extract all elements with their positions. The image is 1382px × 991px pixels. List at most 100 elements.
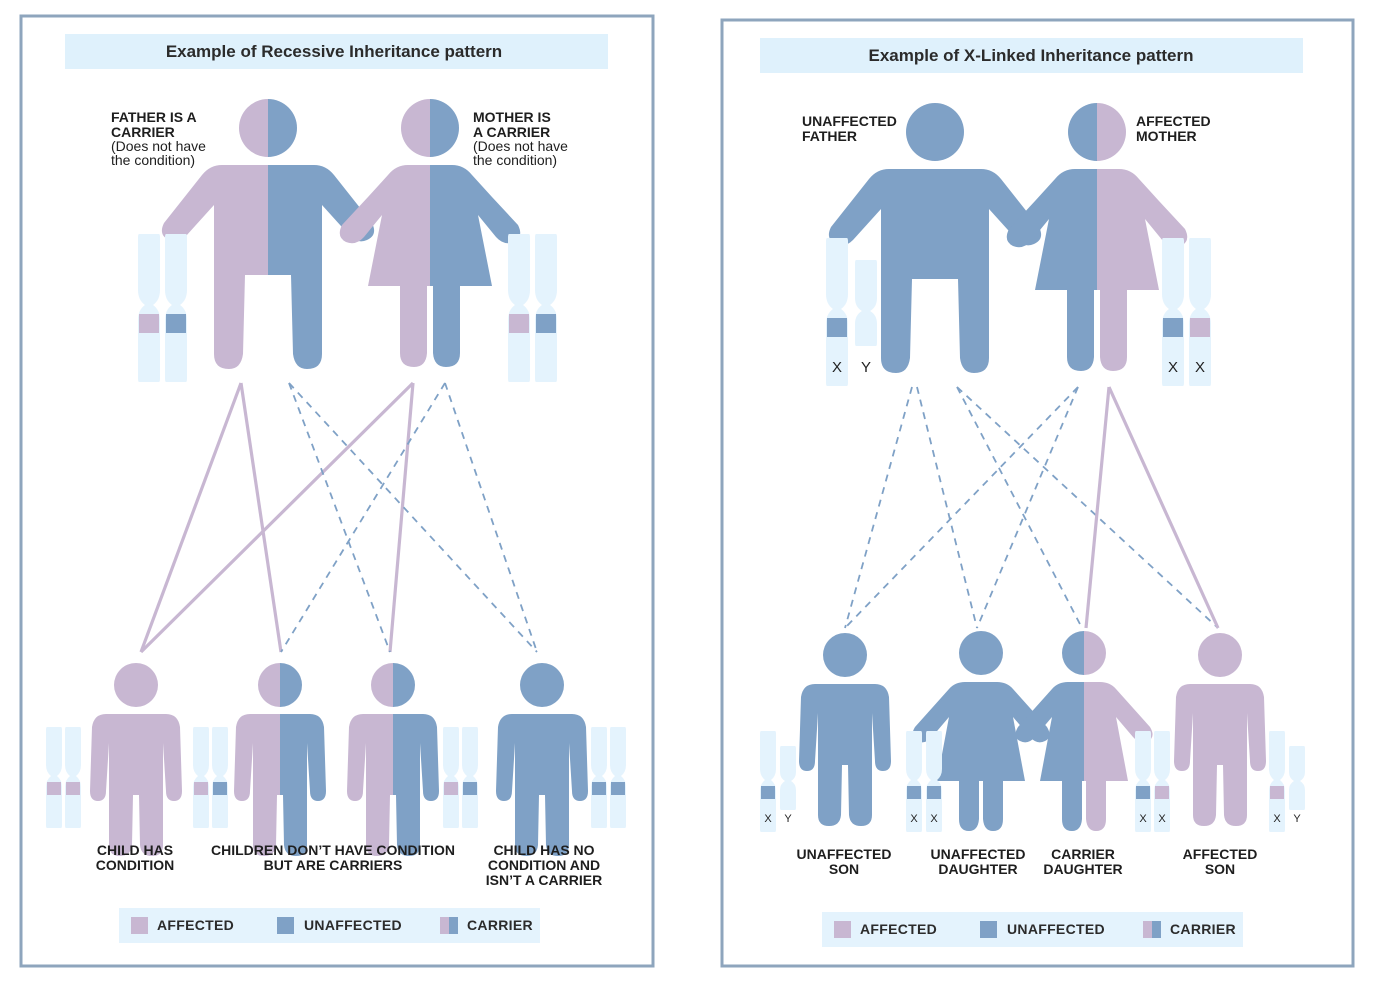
- xlinked-legend-unaffected-label: UNAFFECTED: [1007, 921, 1105, 937]
- unaffected-son-label: UNAFFECTED SON: [797, 846, 892, 877]
- xlinked-legend-affected-label: AFFECTED: [860, 921, 937, 937]
- dash-father-daughter1: [916, 386, 978, 629]
- line-mother-child1: [139, 381, 415, 654]
- line-father-child2: [239, 382, 283, 653]
- xlinked-mother-label-line1: AFFECTED: [1136, 113, 1211, 129]
- child-carrier1-chromosomes: [193, 727, 228, 828]
- unaffected-daughter-label-line2: DAUGHTER: [938, 861, 1017, 877]
- xlinked-lines: [844, 386, 1220, 629]
- child-clear-chromosomes: [591, 727, 626, 828]
- legend-carrier-label: CARRIER: [467, 917, 533, 933]
- xlinked-title-bar: [760, 38, 1303, 73]
- mother-chromosome-x1-label: X: [1168, 359, 1178, 376]
- xlinked-panel-border: [720, 18, 1355, 968]
- dash-mother-child4: [444, 382, 538, 653]
- xlinked-title: Example of X-Linked Inheritance pattern: [869, 46, 1194, 65]
- child-clear-label-line1: CHILD HAS NO: [493, 842, 594, 858]
- son1-chromosomes: X Y: [760, 731, 796, 832]
- son2-chromosomes: X Y: [1269, 731, 1305, 832]
- children-carriers-label: CHILDREN DON’T HAVE CONDITION BUT ARE CA…: [211, 842, 455, 873]
- father-chromosome-y-label: Y: [861, 359, 871, 376]
- xlinked-father-label-line1: UNAFFECTED: [802, 113, 897, 129]
- line-father-child1: [139, 382, 243, 653]
- dash-mother-son1: [844, 386, 1079, 629]
- xlinked-mother-label-line2: MOTHER: [1136, 128, 1197, 144]
- unaffected-gene-lines: [280, 382, 538, 653]
- line-mother-son2: [1107, 386, 1220, 629]
- carrier-daughter-label: CARRIER DAUGHTER: [1043, 846, 1122, 877]
- son1-chromosome-y-label: Y: [784, 813, 792, 825]
- child-clear-label-line2: CONDITION AND: [488, 857, 600, 873]
- daughter1-chromosomes: X X: [906, 731, 942, 832]
- children-carriers-label-line2: BUT ARE CARRIERS: [264, 857, 403, 873]
- dash-father-child3: [288, 382, 391, 653]
- mother-label-sub1: (Does not have: [473, 138, 568, 154]
- carrier-daughter-label-line2: DAUGHTER: [1043, 861, 1122, 877]
- carrier-daughter-label-line1: CARRIER: [1051, 846, 1115, 862]
- xlinked-mother-label: AFFECTED MOTHER: [1136, 113, 1211, 144]
- recessive-panel: Example of Recessive Inheritance pattern: [19, 14, 655, 968]
- xlinked-panel: Example of X-Linked Inheritance pattern: [720, 18, 1355, 968]
- legend-affected-swatch: [131, 917, 148, 934]
- dash-father-son1: [844, 386, 913, 629]
- line-mother-child3: [388, 382, 415, 653]
- xlinked-legend-carrier-swatch: [1143, 921, 1161, 938]
- recessive-title-bar: [65, 34, 608, 69]
- line-mother-daughter2: [1084, 386, 1111, 629]
- legend-unaffected-swatch: [277, 917, 294, 934]
- father-chromosomes: [138, 234, 187, 382]
- legend-unaffected-label: UNAFFECTED: [304, 917, 402, 933]
- daughter2-chromosome-x1-label: X: [1139, 813, 1147, 825]
- daughter2-chromosome-x2-label: X: [1158, 813, 1166, 825]
- recessive-lines: [139, 381, 538, 654]
- son1-chromosome-x-label: X: [764, 813, 772, 825]
- mother-label-line2: A CARRIER: [473, 124, 550, 140]
- father-label-sub1: (Does not have: [111, 138, 206, 154]
- xlinked-legend-affected-swatch: [834, 921, 851, 938]
- unaffected-son-label-line1: UNAFFECTED: [797, 846, 892, 862]
- child-affected-label: CHILD HAS CONDITION: [96, 842, 175, 873]
- child-affected-label-line1: CHILD HAS: [97, 842, 173, 858]
- affected-gene-lines: [139, 381, 415, 654]
- xlinked-mother-chromosomes: X X: [1162, 238, 1211, 386]
- xlinked-father-label-line2: FATHER: [802, 128, 857, 144]
- unaffected-daughter-label-line1: UNAFFECTED: [931, 846, 1026, 862]
- legend-affected-label: AFFECTED: [157, 917, 234, 933]
- mother-label: MOTHER IS A CARRIER (Does not have the c…: [473, 109, 568, 168]
- xlinked-dashed-lines: [844, 386, 1219, 629]
- child-affected-chromosomes: [46, 727, 81, 828]
- mother-label-line1: MOTHER IS: [473, 109, 551, 125]
- xlinked-legend-bg: [822, 912, 1243, 947]
- xlinked-legend: AFFECTED UNAFFECTED CARRIER: [822, 912, 1243, 947]
- xlinked-father-chromosomes: X Y: [826, 238, 877, 386]
- mother-chromosome-x2-label: X: [1195, 359, 1205, 376]
- affected-son-label-line1: AFFECTED: [1183, 846, 1258, 862]
- xlinked-legend-unaffected-swatch: [980, 921, 997, 938]
- father-label-sub2: the condition): [111, 152, 195, 168]
- mother-chromosomes: [508, 234, 557, 382]
- child-affected-label-line2: CONDITION: [96, 857, 175, 873]
- mother-label-sub2: the condition): [473, 152, 557, 168]
- affected-son-label-line2: SON: [1205, 861, 1235, 877]
- child-clear-label-line3: ISN’T A CARRIER: [486, 872, 602, 888]
- father-label-line1: FATHER IS A: [111, 109, 197, 125]
- daughter2-chromosomes: X X: [1135, 731, 1170, 832]
- unaffected-son-label-line2: SON: [829, 861, 859, 877]
- affected-son-label: AFFECTED SON: [1183, 846, 1258, 877]
- children-carriers-label-line1: CHILDREN DON’T HAVE CONDITION: [211, 842, 455, 858]
- son2-chromosome-x-label: X: [1273, 813, 1281, 825]
- xlinked-affected-lines: [1084, 386, 1220, 629]
- unaffected-daughter-label: UNAFFECTED DAUGHTER: [931, 846, 1026, 877]
- father-label: FATHER IS A CARRIER (Does not have the c…: [111, 109, 206, 168]
- recessive-title: Example of Recessive Inheritance pattern: [166, 42, 502, 61]
- daughter1-chromosome-x2-label: X: [930, 813, 938, 825]
- dash-father-child4: [288, 382, 538, 653]
- dash-father-daughter2: [956, 386, 1083, 629]
- xlinked-father-label: UNAFFECTED FATHER: [802, 113, 897, 144]
- recessive-legend: AFFECTED UNAFFECTED CARRIER: [119, 908, 540, 943]
- child-carrier2-chromosomes: [443, 727, 478, 828]
- recessive-legend-bg: [119, 908, 540, 943]
- father-chromosome-x-label: X: [832, 359, 842, 376]
- dash-mother-child2: [280, 382, 446, 653]
